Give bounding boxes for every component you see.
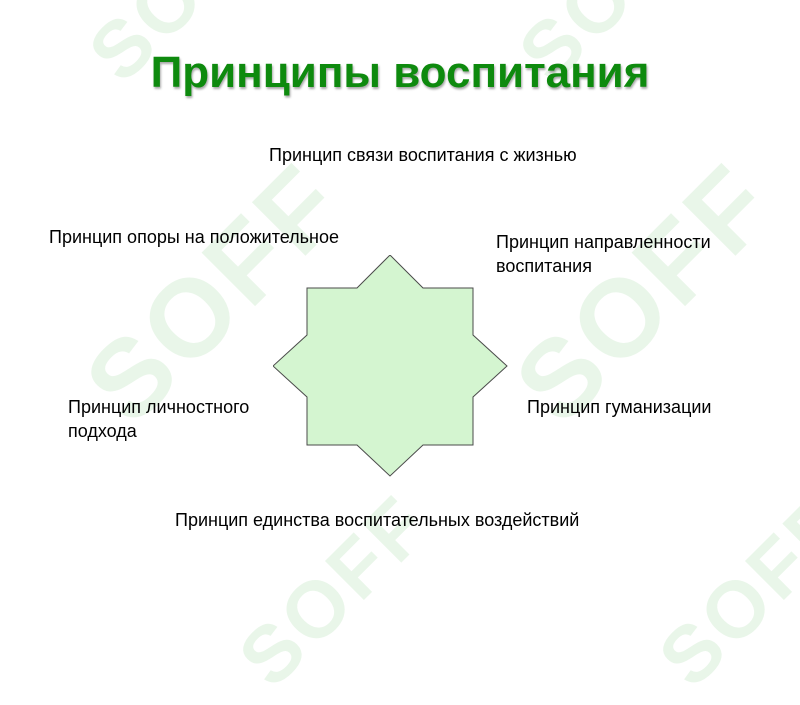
principle-label-top: Принцип связи воспитания с жизнью [269, 145, 577, 165]
principle-label-upper-left: Принцип опоры на положительное [49, 227, 339, 247]
eight-point-star [273, 255, 508, 477]
principle-label-upper-right: Принцип направленности воспитания [496, 232, 711, 276]
principle-label-right: Принцип гуманизации [527, 397, 712, 417]
watermark-logo: SOFF [641, 478, 800, 704]
slide-title: Принципы воспитания [150, 48, 650, 97]
principle-label-left: Принцип личностного подхода [68, 397, 250, 441]
principle-label-bottom: Принцип единства воспитательных воздейст… [175, 510, 580, 530]
center-star-shape [273, 255, 508, 477]
